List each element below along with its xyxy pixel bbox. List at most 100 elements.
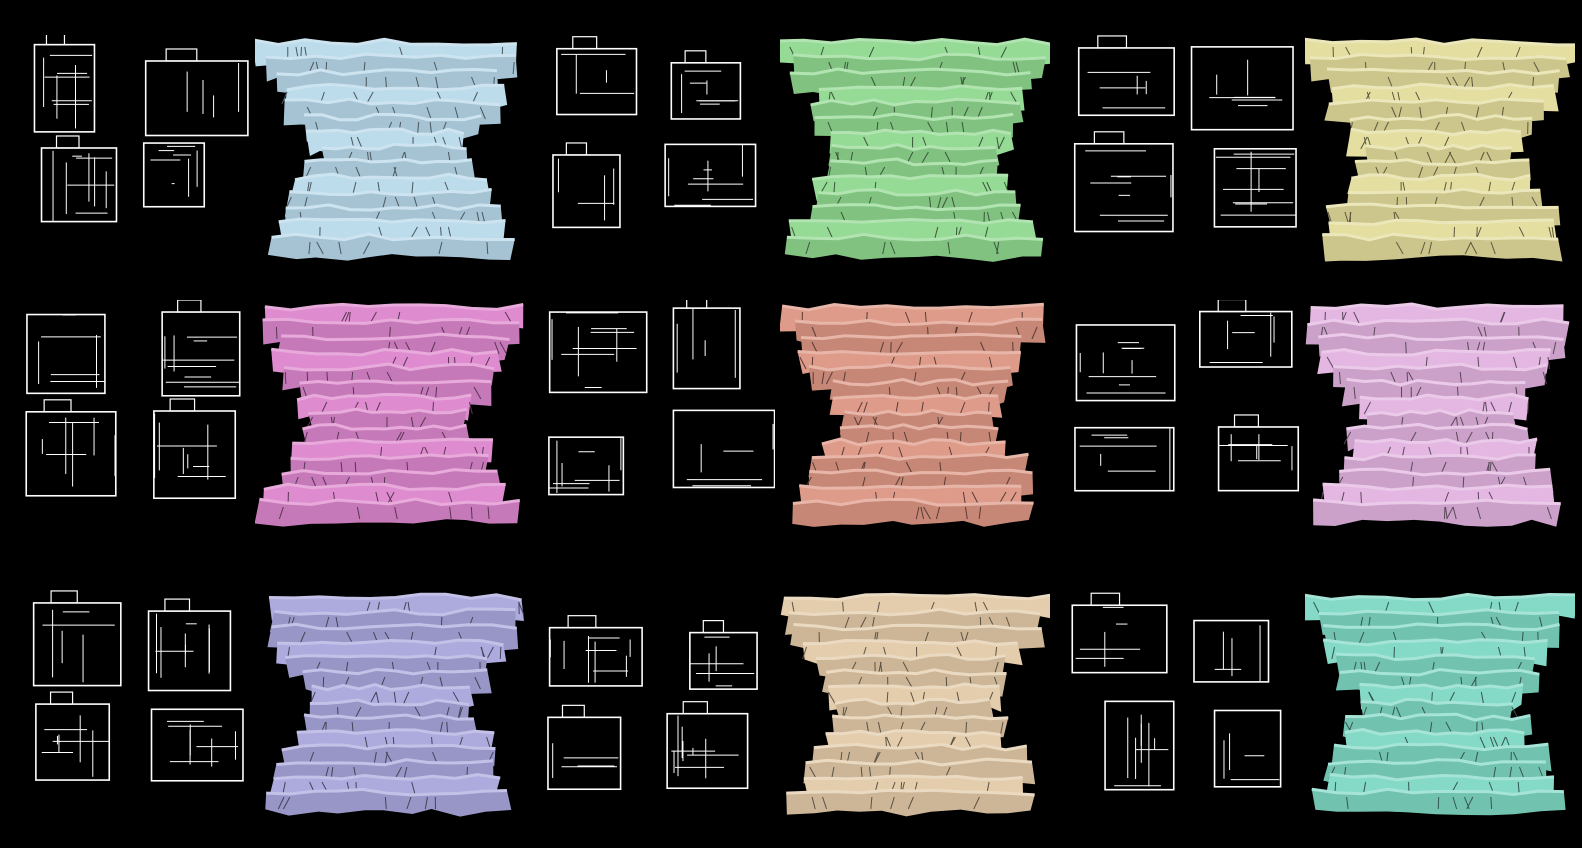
model-layer-top xyxy=(308,407,468,415)
model-crease xyxy=(335,616,339,630)
floor-plans xyxy=(1073,35,1297,233)
model-crease xyxy=(1459,371,1463,385)
model-crease xyxy=(967,311,973,325)
model-layer-top xyxy=(831,143,996,151)
model-layer-top xyxy=(825,729,1001,737)
model-layer-top xyxy=(810,97,1020,107)
voxel-model-3d xyxy=(780,592,1050,817)
model-crease xyxy=(996,241,1000,255)
model-crease xyxy=(1480,691,1485,705)
floor-plans xyxy=(1071,592,1282,791)
model-layer xyxy=(1313,499,1561,527)
model-layer-top xyxy=(1351,172,1531,182)
model-crease xyxy=(978,506,982,520)
model-crease xyxy=(1551,226,1555,240)
model-layer-top xyxy=(263,482,506,492)
voxel-model-3d xyxy=(780,302,1046,527)
model-crease xyxy=(890,796,895,810)
model-crease xyxy=(947,241,951,255)
model-crease xyxy=(1510,691,1517,705)
model-layer-top xyxy=(277,638,504,647)
floor-plan xyxy=(1071,592,1168,674)
model-crease xyxy=(870,796,873,810)
model-crease xyxy=(962,491,966,505)
model-layer-top xyxy=(786,232,1044,242)
model-crease xyxy=(338,241,342,255)
model-crease xyxy=(1360,136,1368,150)
model-crease xyxy=(873,751,879,765)
model-crease xyxy=(1475,106,1480,120)
model-crease xyxy=(324,616,330,630)
model-layer-top xyxy=(831,713,1009,721)
model-layer-top xyxy=(1364,143,1512,151)
model-crease xyxy=(799,356,807,370)
model-crease xyxy=(1490,241,1496,255)
floor-plan xyxy=(144,48,249,137)
model-crease xyxy=(415,76,420,90)
model-crease xyxy=(988,356,993,370)
floor-plan xyxy=(672,300,741,390)
model-crease xyxy=(1313,601,1321,615)
model-crease xyxy=(438,241,443,255)
model-crease xyxy=(308,241,311,255)
floor-plan xyxy=(672,409,775,489)
floor-plans xyxy=(1074,300,1300,492)
model-layer-top xyxy=(811,452,1029,461)
model-layer-top xyxy=(830,128,1012,136)
model-crease xyxy=(340,461,343,475)
model-layer-top xyxy=(283,362,495,372)
model-crease xyxy=(1428,241,1433,255)
model-layer-top xyxy=(828,682,1000,690)
model-crease xyxy=(1527,401,1529,415)
model-crease xyxy=(1426,151,1433,165)
figure-panel xyxy=(15,590,535,830)
model-layer-top xyxy=(1360,697,1513,707)
model-crease xyxy=(996,136,1000,150)
model-crease xyxy=(448,491,453,505)
floor-plan xyxy=(1077,35,1175,117)
model-crease xyxy=(1429,721,1433,735)
voxel-model-3d xyxy=(255,302,524,527)
model-layer-top xyxy=(1345,712,1531,722)
model-crease xyxy=(1464,796,1470,810)
model-crease xyxy=(1443,151,1452,165)
floor-plan xyxy=(33,35,96,133)
model-crease xyxy=(1470,241,1478,255)
model-crease xyxy=(1466,796,1474,810)
model-layer-top xyxy=(1325,202,1559,210)
model-layer-top xyxy=(832,393,999,401)
model-layer xyxy=(1322,234,1563,262)
model-crease xyxy=(299,631,306,645)
model-layer xyxy=(784,234,1044,262)
model-layer-top xyxy=(803,774,1023,781)
model-crease xyxy=(411,181,414,195)
model-layer-top xyxy=(786,788,1035,797)
model-layer-top xyxy=(1307,317,1570,327)
model-layer-top xyxy=(1328,218,1554,227)
floor-plan xyxy=(666,701,749,790)
model-crease xyxy=(1465,431,1473,445)
model-layer-top xyxy=(789,67,1031,77)
model-layer-top xyxy=(259,497,521,507)
figure-panel xyxy=(1065,35,1582,275)
model-crease xyxy=(994,661,999,675)
voxel-model-3d xyxy=(1305,37,1575,262)
model-crease xyxy=(1358,631,1365,645)
model-crease xyxy=(1390,371,1397,385)
model-crease xyxy=(1395,706,1402,720)
model-layer-top xyxy=(294,172,488,182)
model-crease xyxy=(486,241,489,255)
model-crease xyxy=(403,691,410,705)
model-crease xyxy=(1428,601,1435,615)
model-crease xyxy=(362,241,371,255)
model-layer-top xyxy=(811,173,1009,181)
figure-panel xyxy=(540,590,1060,830)
model-layer-top xyxy=(1326,67,1560,76)
model-layer-top xyxy=(793,623,1042,632)
model-crease xyxy=(999,46,1007,60)
model-layer-top xyxy=(302,667,488,676)
model-crease xyxy=(1476,506,1482,520)
model-crease xyxy=(964,506,968,520)
model-layer-top xyxy=(813,742,1028,752)
model-crease xyxy=(915,506,920,520)
